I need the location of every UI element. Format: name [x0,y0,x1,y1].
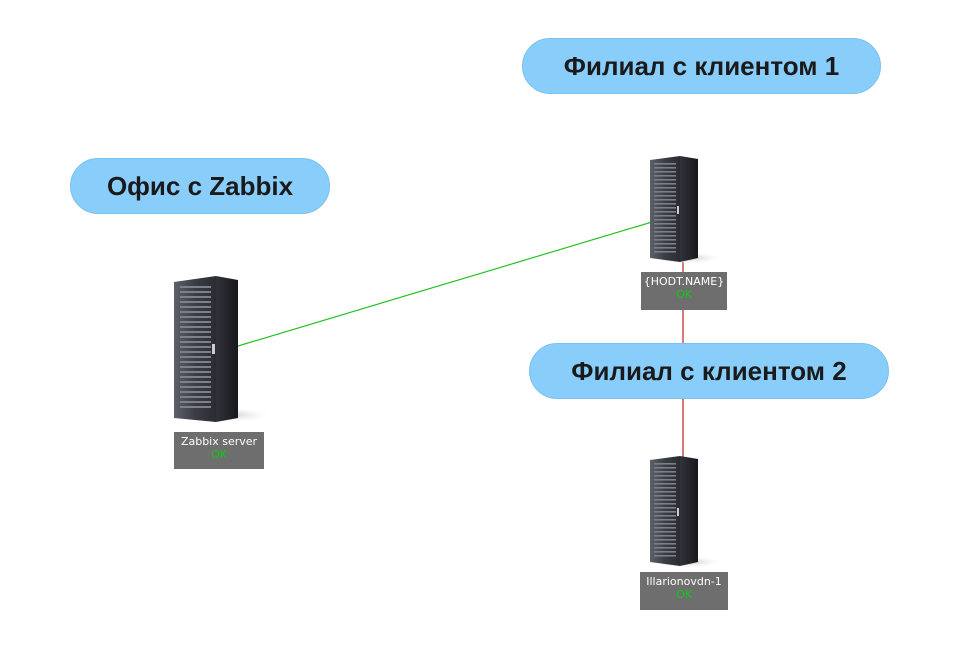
server-rack-icon [650,156,724,264]
host-status: OK [676,288,692,301]
group-title: Филиал с клиентом 2 [571,355,847,386]
host-label-illarionovdn-1[interactable]: Illarionovdn-1 OK [640,572,728,610]
link-zabbix-to-branch1[interactable] [237,221,653,347]
host-status: OK [676,588,692,601]
host-label-branch1[interactable]: {HODT.NAME} OK [641,272,727,310]
group-title: Офис с Zabbix [106,170,294,201]
host-status: OK [211,448,227,461]
host-branch1[interactable] [642,154,728,266]
group-title: Филиал с клиентом 1 [563,50,840,81]
host-label-zabbix-server[interactable]: Zabbix server OK [174,432,264,469]
host-zabbix-server[interactable] [166,274,276,426]
host-name: Illarionovdn-1 [646,575,722,588]
group-label-office[interactable]: Офис с Zabbix [70,158,330,214]
server-rack-icon [174,276,274,423]
host-name: Zabbix server [180,435,258,448]
group-label-branch1[interactable]: Филиал с клиентом 1 [522,38,881,94]
host-illarionovdn-1[interactable] [642,454,728,570]
server-rack-icon [650,456,724,568]
group-label-branch2[interactable]: Филиал с клиентом 2 [529,343,889,399]
host-name: {HODT.NAME} [643,275,725,288]
